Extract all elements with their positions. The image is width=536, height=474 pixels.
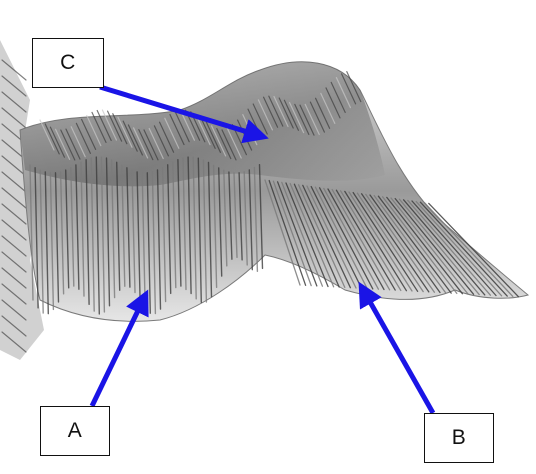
pointer-arrows — [89, 84, 436, 415]
feather-strokes — [29, 156, 520, 315]
wing-body — [19, 61, 530, 322]
arrow-b — [358, 281, 436, 415]
arrow-c — [99, 84, 269, 144]
arrow-a — [89, 289, 149, 408]
label-c: C — [32, 38, 104, 88]
label-a: A — [40, 406, 110, 456]
label-b: B — [424, 413, 494, 463]
